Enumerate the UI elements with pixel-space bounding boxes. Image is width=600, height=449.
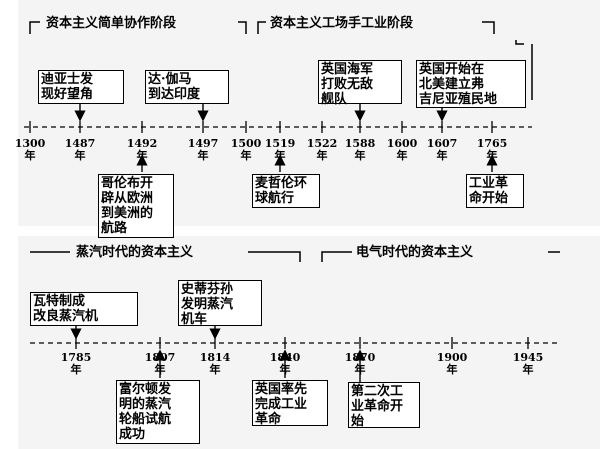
event-box: 英国率先 完成工业 革命 <box>252 380 328 427</box>
event-box: 达·伽马 到达印度 <box>145 70 229 104</box>
event-box: 英国海军 打败无敌 舰队 <box>318 60 402 107</box>
period-bracket <box>515 40 524 45</box>
bottom-arrows <box>70 324 366 382</box>
event-box: 麦哲伦环 球航行 <box>252 174 320 208</box>
event-box: 英国开始在 北美建立弗 吉尼亚殖民地 <box>416 60 526 108</box>
top-axis-ticks <box>29 121 493 133</box>
period-bracket <box>257 21 495 34</box>
event-box: 史蒂芬孙 发明蒸汽 机车 <box>178 280 262 327</box>
event-box: 迪亚士发 现好望角 <box>38 70 124 104</box>
event-box: 富尔顿发 明的蒸汽 轮船试航 成功 <box>116 380 200 444</box>
event-box: 工业革 命开始 <box>466 174 524 208</box>
period-bracket <box>29 21 247 34</box>
event-box: 瓦特制成 改良蒸汽机 <box>30 292 138 326</box>
period-bracket <box>321 251 560 262</box>
event-box: 第二次工 业革命开 始 <box>348 382 420 429</box>
period-label: 电气时代的资本主义 <box>356 245 474 260</box>
period-label: 蒸汽时代的资本主义 <box>76 245 194 260</box>
period-label: 资本主义工场手工业阶段 <box>270 16 414 31</box>
event-box: 哥伦布开 辟从欧洲 到美洲的 航路 <box>98 174 174 238</box>
top-arrows <box>74 102 498 172</box>
period-bracket <box>30 251 301 262</box>
period-label: 资本主义简单协作阶段 <box>46 16 177 31</box>
